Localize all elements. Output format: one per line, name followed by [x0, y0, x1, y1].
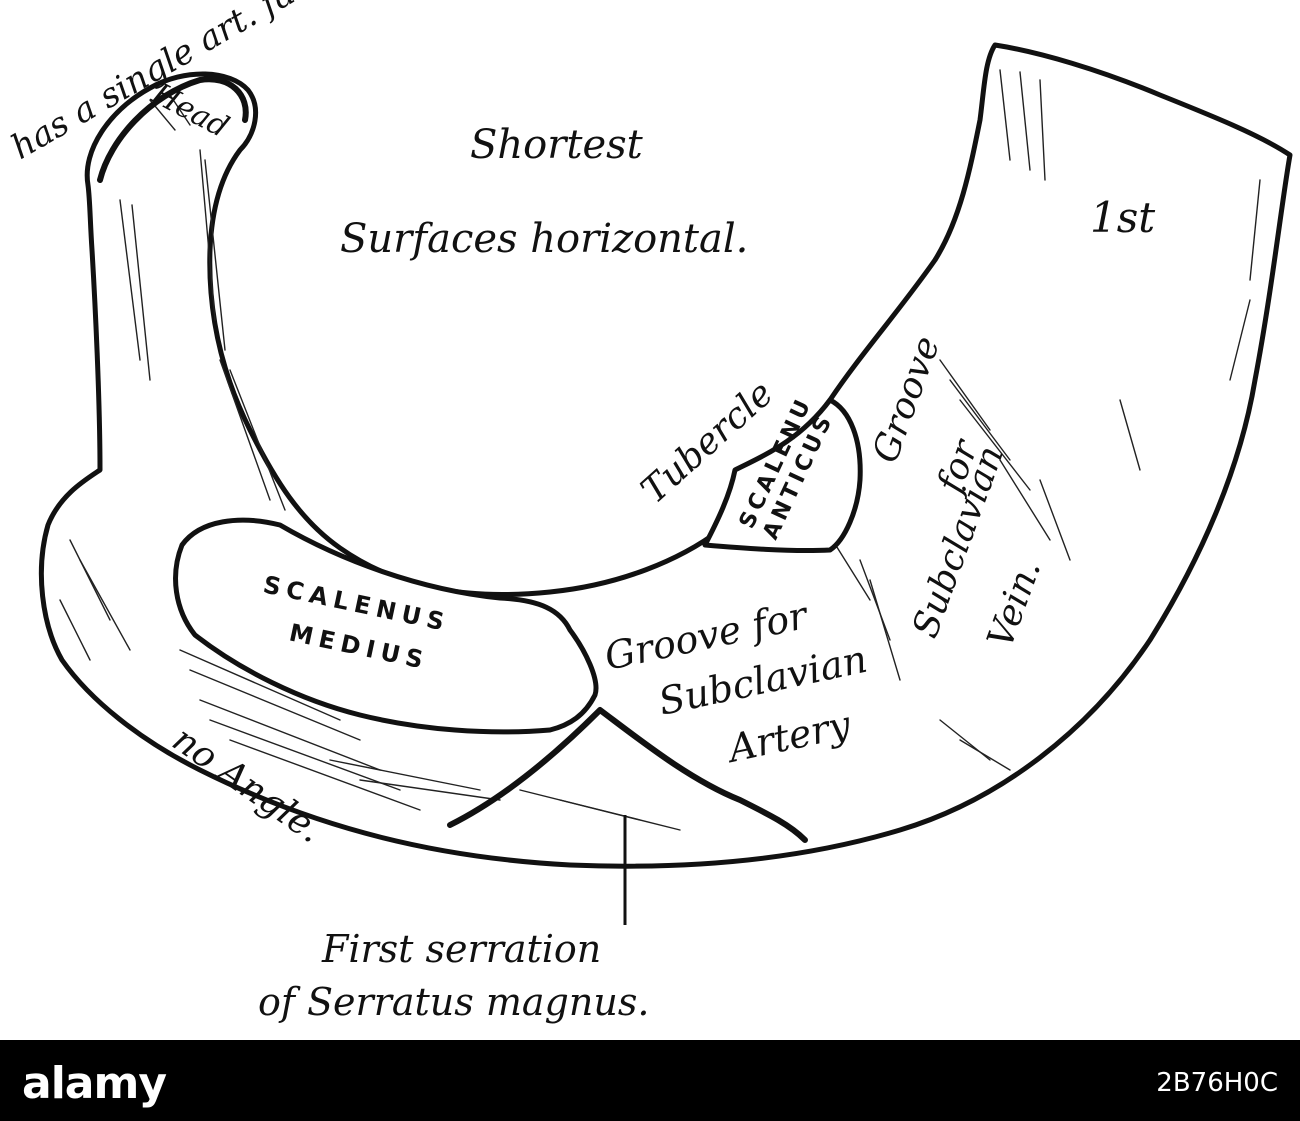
label-1st: 1st: [1090, 193, 1155, 242]
label-shortest: Shortest: [470, 122, 644, 168]
head-facet: [97, 76, 249, 183]
scalenus-anticus-area: [702, 397, 863, 554]
serratus-boundary: [447, 707, 808, 843]
label-serratus-magnus: of Serratus magnus.: [258, 980, 649, 1024]
first-rib-engraving: has a single art. facet. Head Shortest S…: [5, 0, 1293, 1024]
label-surfaces-horizontal: Surfaces horizontal.: [340, 216, 748, 262]
scalenus-medius-area: [173, 517, 599, 735]
brand-logo: alamy: [22, 1058, 167, 1109]
label-first-serration: First serration: [321, 927, 601, 971]
watermark-bar: [0, 1040, 1300, 1121]
shading: [59, 69, 1261, 831]
image-id: 2B76H0C: [1156, 1068, 1278, 1098]
